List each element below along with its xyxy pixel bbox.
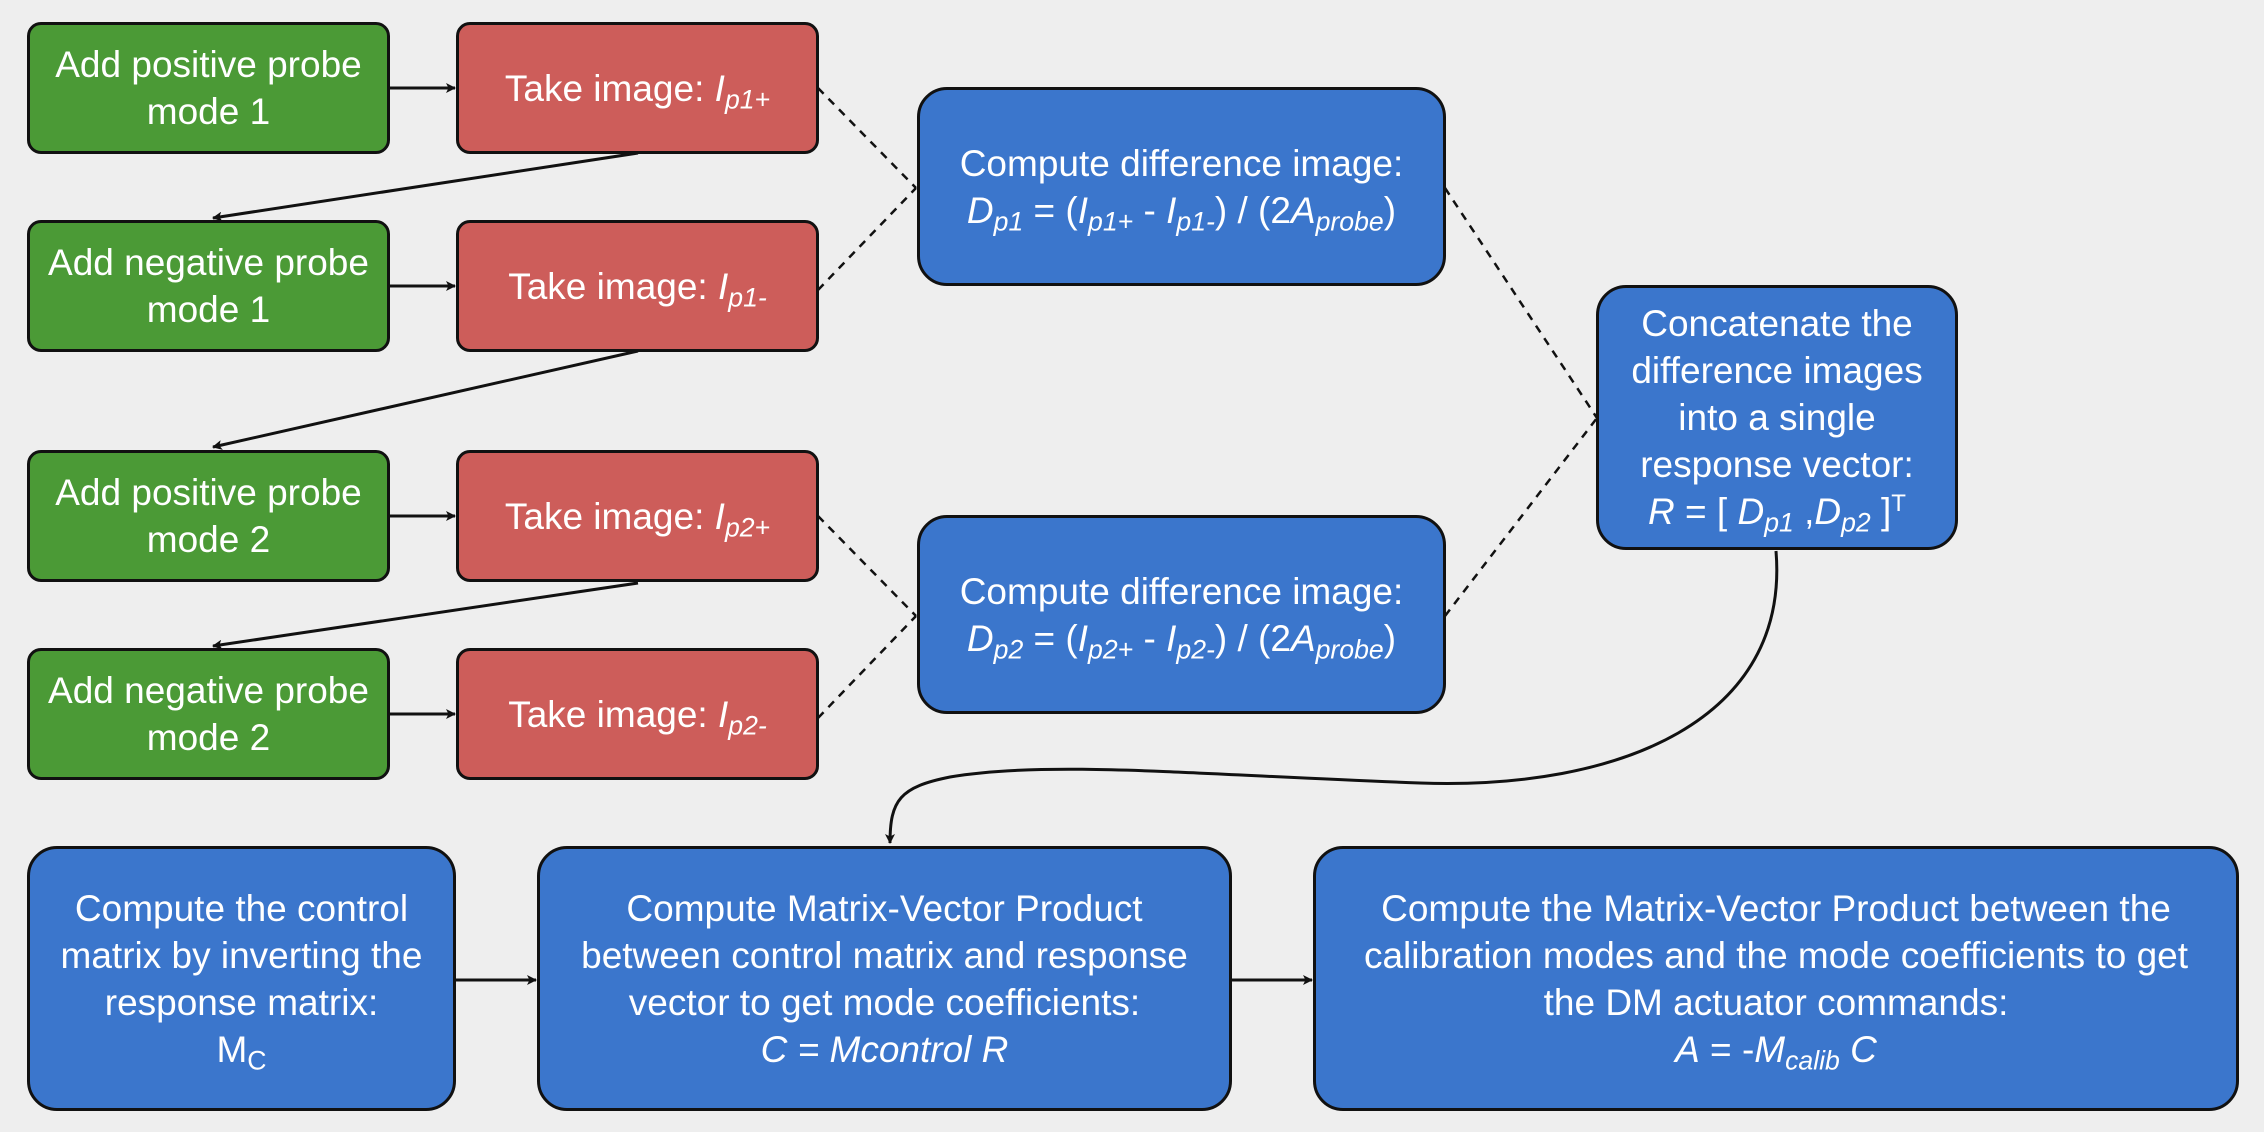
image-step-4: Take image: Ip2- [456,648,819,780]
image-step-2-var: I [718,265,729,307]
probe-step-1-line-1: Add positive probe [55,44,362,85]
probe-step-1: Add positive probe mode 1 [27,22,390,154]
difference-step-2-title: Compute difference image: [959,570,1404,612]
product-line-2: between control matrix and response [581,934,1188,976]
image-step-1-sub: p1+ [724,83,771,114]
probe-step-2: Add negative probe mode 1 [27,220,390,352]
dashed-image4-to-diff2 [817,615,917,719]
difference-step-1-equation: Dp1 = (Ip1+ - Ip1-) / (2Aprobe) [966,189,1397,236]
image-step-3: Take image: Ip2+ [456,450,819,582]
arrow-image3-to-probe4 [212,581,639,650]
concatenate-line-1: Concatenate the [1641,303,1913,344]
image-step-3-label: Take image: [504,495,715,537]
arrow-image1-to-probe2 [212,151,639,222]
product-equation: C = Mcontrol R [760,1028,1009,1070]
commands-line-2: calibration modes and the mode coefficie… [1363,934,2189,976]
dashed-image1-to-diff1 [817,87,917,189]
matrix-vector-product-step: Compute Matrix-Vector Product between co… [537,846,1232,1111]
dashed-image3-to-diff2 [817,515,917,617]
control-matrix-step: Compute the control matrix by inverting … [27,846,456,1111]
commands-line-1: Compute the Matrix-Vector Product betwee… [1381,887,2171,929]
product-line-3: vector to get mode coefficients: [628,981,1141,1023]
arrow-concat-to-product [885,550,1779,844]
image-step-2: Take image: Ip1- [456,220,819,352]
product-line-1: Compute Matrix-Vector Product [626,887,1143,929]
image-step-1-var: I [714,67,725,109]
image-step-1-label: Take image: [504,67,715,109]
control-matrix-line-1: Compute the control [74,887,409,929]
control-matrix-line-2: matrix by inverting the [60,934,423,976]
dashed-diff2-to-concat [1444,417,1598,617]
image-step-3-sub: p2+ [724,511,771,542]
image-step-2-label: Take image: [508,265,718,307]
image-step-3-var: I [714,495,725,537]
probe-step-2-line-2: mode 1 [146,289,271,330]
difference-step-2: Compute difference image: Dp2 = (Ip2+ - … [917,515,1446,714]
commands-line-3: the DM actuator commands: [1543,981,2009,1023]
probe-step-3-line-1: Add positive probe [55,472,362,513]
dashed-image2-to-diff1 [817,187,917,291]
probe-step-2-line-1: Add negative probe [48,242,369,283]
control-matrix-line-3: response matrix: [104,981,379,1023]
actuator-commands-step: Compute the Matrix-Vector Product betwee… [1313,846,2239,1111]
dashed-diff1-to-concat [1443,187,1599,419]
difference-step-1: Compute difference image: Dp1 = (Ip1+ - … [917,87,1446,286]
probe-step-4-line-2: mode 2 [146,717,271,758]
probe-step-4-line-1: Add negative probe [48,670,369,711]
control-matrix-symbol: MC [216,1028,267,1075]
concatenate-step: Concatenate the difference images into a… [1596,285,1958,550]
probe-step-3-line-2: mode 2 [146,519,271,560]
image-step-2-sub: p1- [728,281,767,312]
image-step-4-sub: p2- [728,709,767,740]
arrow-image2-to-probe3 [212,349,639,450]
difference-step-2-equation: Dp2 = (Ip2+ - Ip2-) / (2Aprobe) [966,617,1397,664]
probe-step-3: Add positive probe mode 2 [27,450,390,582]
difference-step-1-title: Compute difference image: [959,142,1404,184]
image-step-4-label: Take image: [508,693,718,735]
concatenate-line-3: into a single [1678,397,1876,438]
commands-equation: A = -Mcalib C [1675,1028,1877,1075]
image-step-1: Take image: Ip1+ [456,22,819,154]
probe-step-4: Add negative probe mode 2 [27,648,390,780]
image-step-4-var: I [718,693,729,735]
probe-step-1-line-2: mode 1 [146,91,271,132]
concatenate-line-2: difference images [1631,350,1923,391]
concatenate-line-4: response vector: [1640,444,1914,485]
concatenate-equation: R = [ Dp1 ,Dp2 ]T [1647,489,1906,538]
